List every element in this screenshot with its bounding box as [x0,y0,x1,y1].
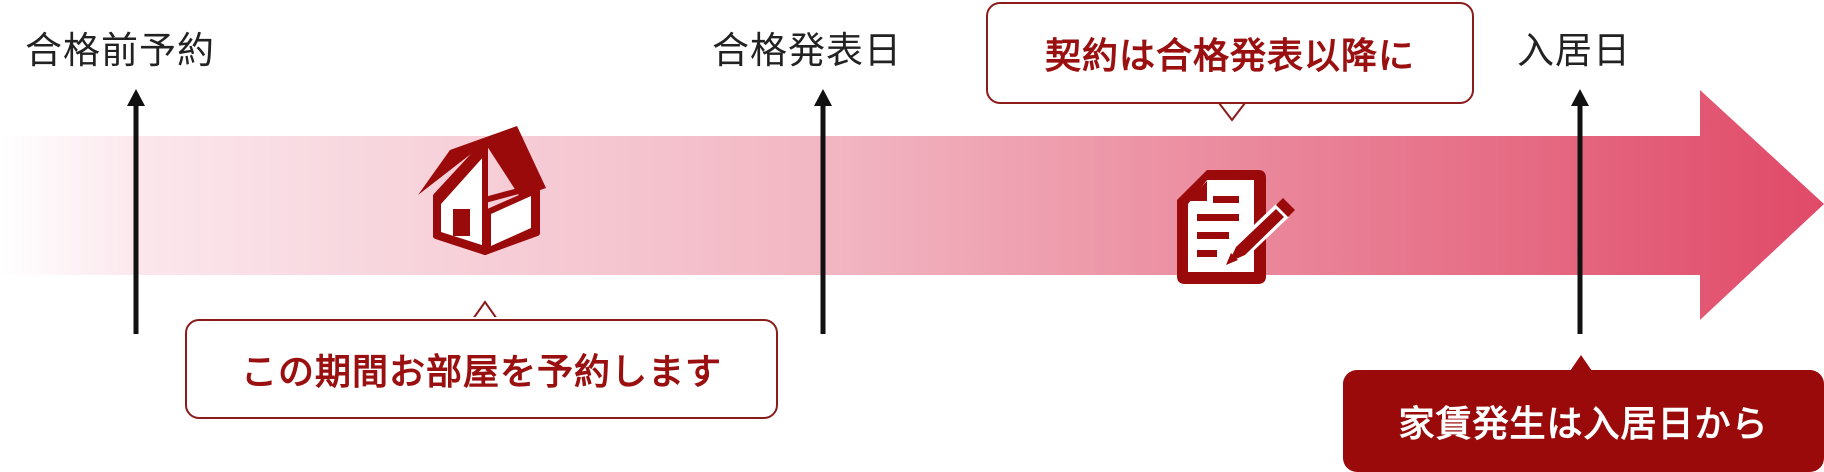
rent-bubble-tail [1570,355,1592,371]
contract-after-callout: 契約は合格発表以降に [986,2,1474,104]
milestone-pass-announce: 合格発表日 [712,29,902,72]
contract-document-icon [1177,170,1295,284]
reserve-period-callout: この期間お部屋を予約します [185,319,778,419]
milestone-pre-pass: 合格前予約 [25,29,215,72]
rent-starts-callout: 家賃発生は入居日から [1343,370,1824,472]
house-icon [418,126,546,255]
pre-pass-marker [127,89,145,334]
move-in-marker [1571,89,1589,334]
milestone-move-in: 入居日 [1517,29,1631,72]
pass-announce-marker [814,89,832,334]
